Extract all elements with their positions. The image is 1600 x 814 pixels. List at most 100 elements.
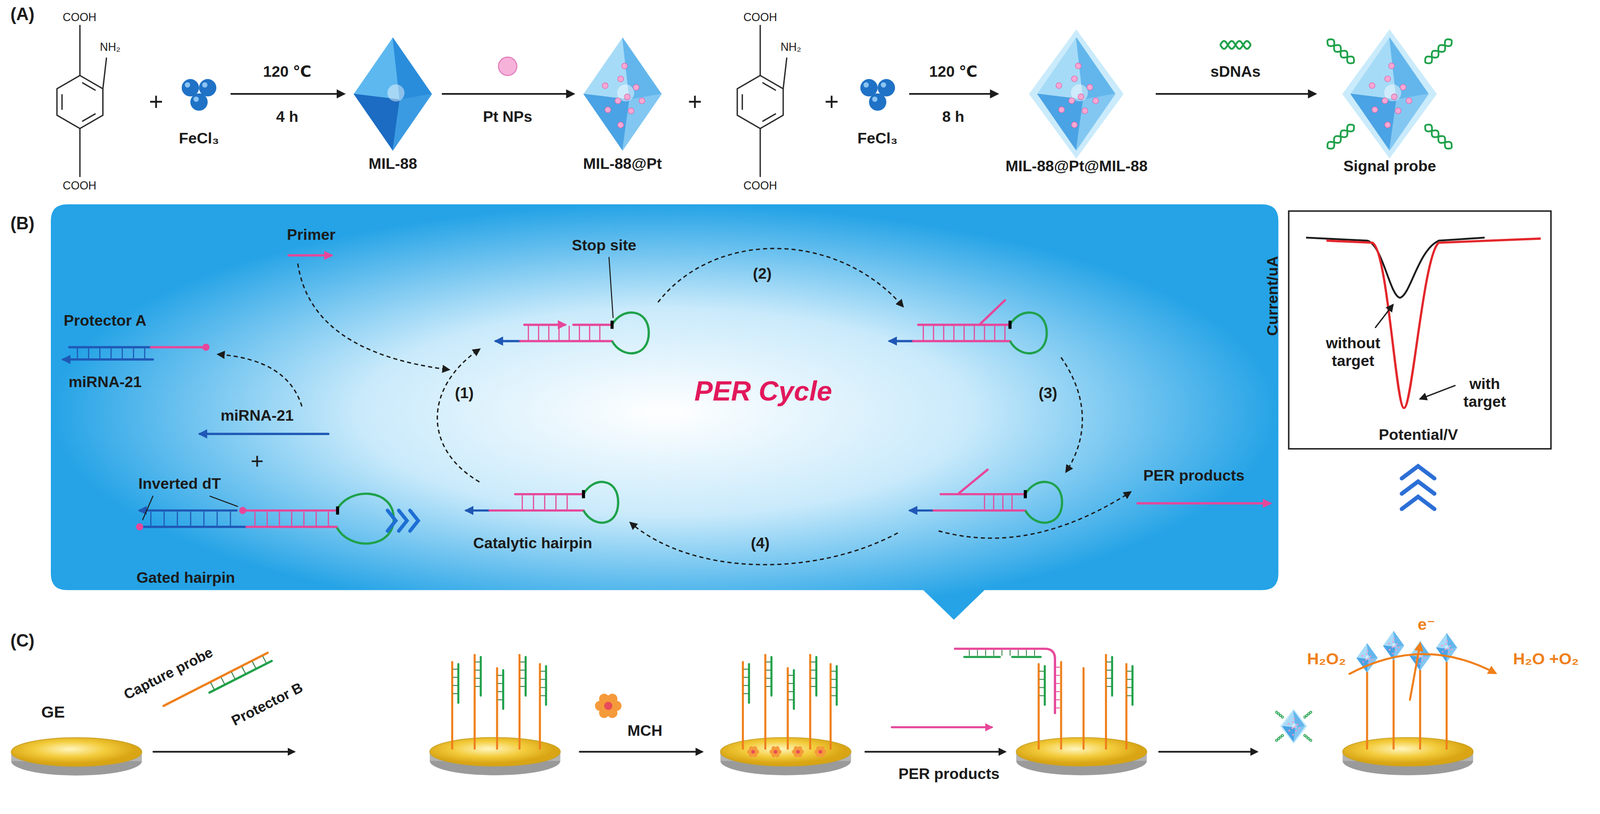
base-pair [984,495,986,509]
capture-probe [1365,671,1368,749]
annotation-text: without target [1325,334,1380,370]
signal-probe-icon [1274,708,1313,744]
dna-strand [1325,36,1357,66]
pt-nanoparticle-icon [498,57,517,76]
leader-line [142,495,153,520]
hairpin-loop [612,312,650,353]
capture-probe [451,661,454,749]
base-pair [743,684,749,686]
annotation-text: (1) [455,384,474,402]
protector-strand [748,663,751,703]
shape-outline [8,697,147,780]
signal-chevron [1401,466,1435,479]
pt-nanoparticle [1444,648,1447,650]
base-pair [1127,670,1132,672]
dna-backbone [1303,710,1313,719]
inverted-dt [202,343,210,351]
pt-nanoparticle [1388,642,1390,645]
edge-label: 120 ℃ [263,62,312,81]
capture-probe [786,668,789,749]
protector-strand [1131,666,1134,706]
base-pair [599,326,601,340]
pt-nanoparticle [1293,717,1296,720]
benzene-ring [57,75,104,129]
pt-nanoparticle [1447,651,1450,653]
base-pair [788,691,794,693]
reagent-label: MCH [627,721,663,740]
base-pair [252,661,256,669]
dna-backbone [1220,40,1251,49]
crystal-highlight [387,84,405,102]
pt-nanoparticle [617,75,624,82]
base-pair [766,661,771,663]
hairpin-stem [933,508,1026,512]
hairpin-loop [336,493,394,544]
base-pair [544,495,546,509]
hairpin-toehold [143,525,246,528]
pt-nanoparticle [1424,656,1426,659]
base-pair [190,511,192,526]
base-pair [766,677,771,679]
protector-strand [524,657,527,696]
base-pair [538,326,540,340]
base-pair [1056,674,1060,676]
capture-probe [473,654,476,749]
base-pair [211,682,215,690]
annotation-text: Stop site [571,235,637,254]
annotation-text: (4) [751,534,770,553]
bond [79,128,81,177]
reaction-species: H₂O +O₂ [1513,649,1579,669]
capture-probe [741,661,744,749]
pt-nanoparticle [1391,646,1394,648]
cycle-arrow [658,247,904,306]
base-pair [475,661,481,663]
base-pair [520,677,525,679]
signal-chevron [1401,481,1435,495]
bond [759,128,762,177]
annotation-text: miRNA-21 [220,406,294,425]
bond [103,58,107,89]
base-pair [216,511,218,526]
signal-curve [1305,237,1485,299]
capture-probe [829,663,832,749]
caption-text: Signal probe [1343,157,1436,176]
stop-site [610,320,614,329]
pt-nanoparticle [1395,648,1397,651]
flow-arrow [218,353,302,407]
crystal-facet [1389,94,1429,151]
primer-strand [524,323,566,326]
base-pair [566,495,568,509]
dna-strand [1303,733,1313,742]
base-pair [498,699,503,701]
base-pair [328,511,330,526]
pt-nanoparticle [1295,729,1298,732]
base-pair [1106,685,1112,687]
annotation-text: PER Cycle [694,375,833,407]
plot-frame [1288,211,1552,449]
caption-text: FeCl₃ [857,129,898,148]
double-bond [763,113,776,121]
pt-nanoparticle [1296,723,1299,726]
base-pair [541,678,546,680]
annotation-text: miRNA-21 [68,372,142,391]
base-pair [163,511,165,526]
hairpin-stem [520,339,612,342]
base-pair [230,511,232,526]
annotation-text: (3) [1038,384,1058,402]
reaction-arrow [1348,654,1496,675]
base-pair [811,661,816,663]
bond [79,25,81,76]
capture-probe [1059,661,1062,749]
hairpin-stem [573,323,613,326]
pt-nanoparticle [1069,97,1075,104]
base-pair [541,694,546,696]
capture-probe [1105,654,1107,749]
crystal-facet [1076,94,1116,151]
base-pair [279,511,281,526]
crystal-glow [1280,708,1308,744]
pt-nanoparticle [1447,647,1449,649]
base-pair [1106,661,1112,663]
base-pair [520,669,525,671]
core-shell-crystal: MIL-88@Pt@MIL-88 [1005,30,1148,176]
